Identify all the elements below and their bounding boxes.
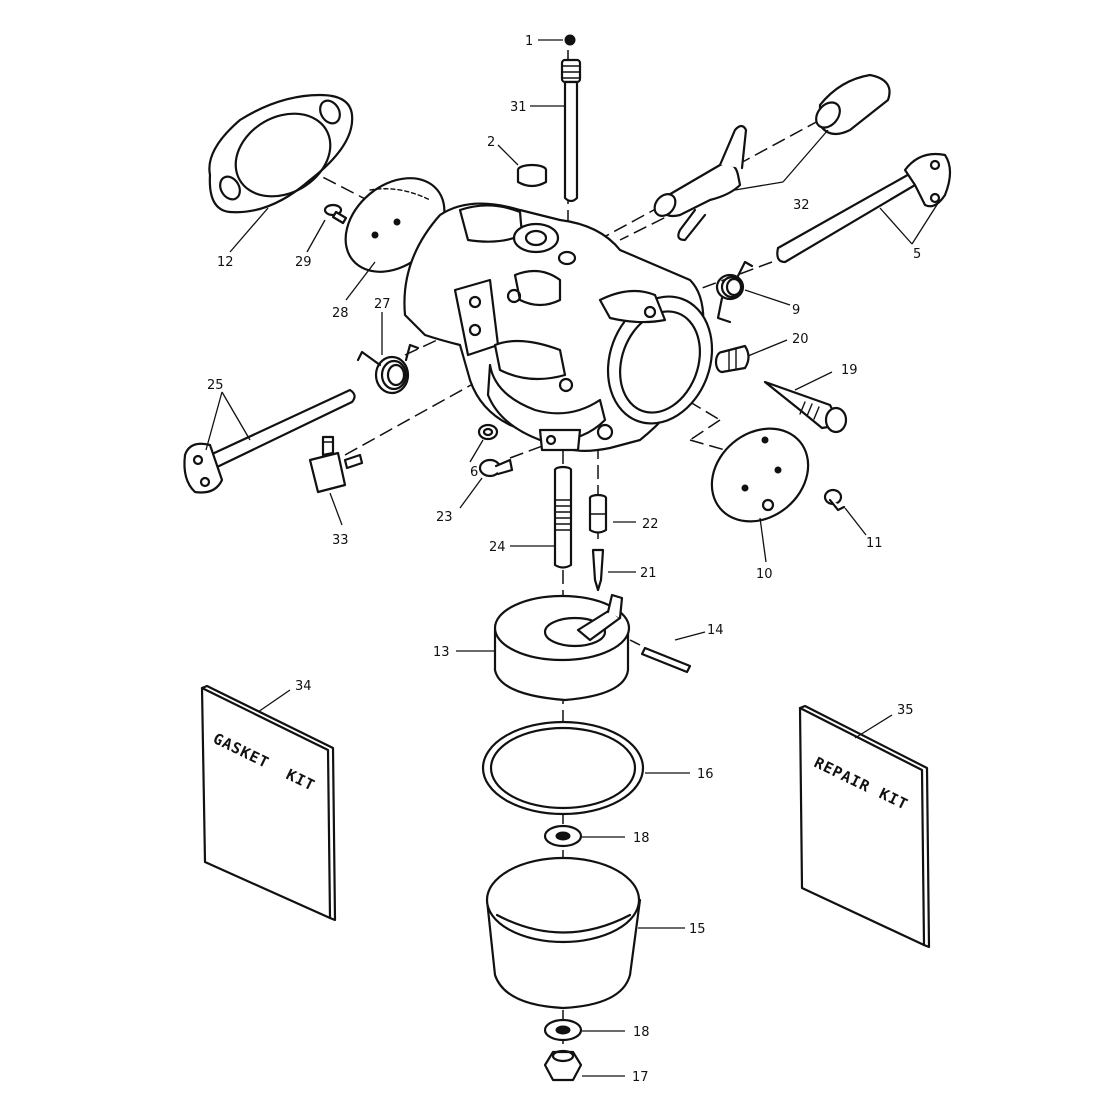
part-31-long-screw [560,58,582,203]
part-19-needle-valve [763,380,848,434]
part-1-nut [564,34,576,46]
callout-numbers: 1 31 2 12 29 28 27 32 5 9 20 19 25 6 23 … [207,34,921,1085]
part-2-plug [516,163,548,188]
callout-34: 34 [295,679,312,694]
callout-28: 28 [332,306,349,321]
callout-20: 20 [792,332,809,347]
callout-18-lower: 18 [633,1025,650,1040]
callout-14: 14 [707,623,724,638]
callout-15: 15 [689,922,706,937]
part-27-choke-spring [356,343,420,395]
part-29-screw [323,203,348,225]
part-18-washer-upper [543,824,583,848]
part-5-throttle-shaft [776,152,952,264]
callout-21: 21 [640,566,657,581]
callout-2: 2 [487,135,495,150]
part-15-float-bowl [485,856,642,1010]
callout-33: 33 [332,533,349,548]
part-34-gasket-kit: GASKET KIT [200,684,337,922]
part-12-mounting-gasket [208,93,354,214]
part-32-fuel-fitting [653,73,891,242]
part-21-inlet-needle [591,548,605,592]
part-14-float-pin [640,646,692,674]
callout-27: 27 [374,297,391,312]
part-18-washer-lower [543,1018,583,1042]
leader-lines [205,39,941,1077]
callout-12: 12 [217,255,234,270]
callout-5: 5 [913,247,921,262]
callout-32: 32 [793,198,810,213]
callout-22: 22 [642,517,659,532]
part-33-fitting [308,435,364,494]
callout-6: 6 [470,465,478,480]
part-13-float [493,593,631,702]
callout-10: 10 [756,567,773,582]
callout-16: 16 [697,767,714,782]
part-24-emulsion-tube [553,465,573,569]
part-9-throttle-spring [715,260,754,324]
callout-18-upper: 18 [633,831,650,846]
callout-24: 24 [489,540,506,555]
callout-9: 9 [792,303,800,318]
part-25-choke-shaft [183,388,356,494]
callout-35: 35 [897,703,914,718]
callout-13: 13 [433,645,450,660]
part-23-screw [478,458,514,478]
callout-1: 1 [525,34,533,49]
part-20-spring [714,344,750,374]
callout-11: 11 [866,536,883,551]
part-22-needle-seat [588,493,608,534]
callout-19: 19 [841,363,858,378]
part-6-plug [477,423,499,441]
part-17-bowl-nut [543,1049,583,1082]
callout-17: 17 [632,1070,649,1085]
part-10-throttle-plate [710,427,810,523]
callout-29: 29 [295,255,312,270]
part-16-bowl-gasket [481,720,645,816]
callout-25: 25 [207,378,224,393]
part-35-repair-kit: REPAIR KIT [798,704,931,949]
carburetor-body [403,202,714,452]
callout-23: 23 [436,510,453,525]
callout-31: 31 [510,100,527,115]
part-11-screw [823,488,846,512]
